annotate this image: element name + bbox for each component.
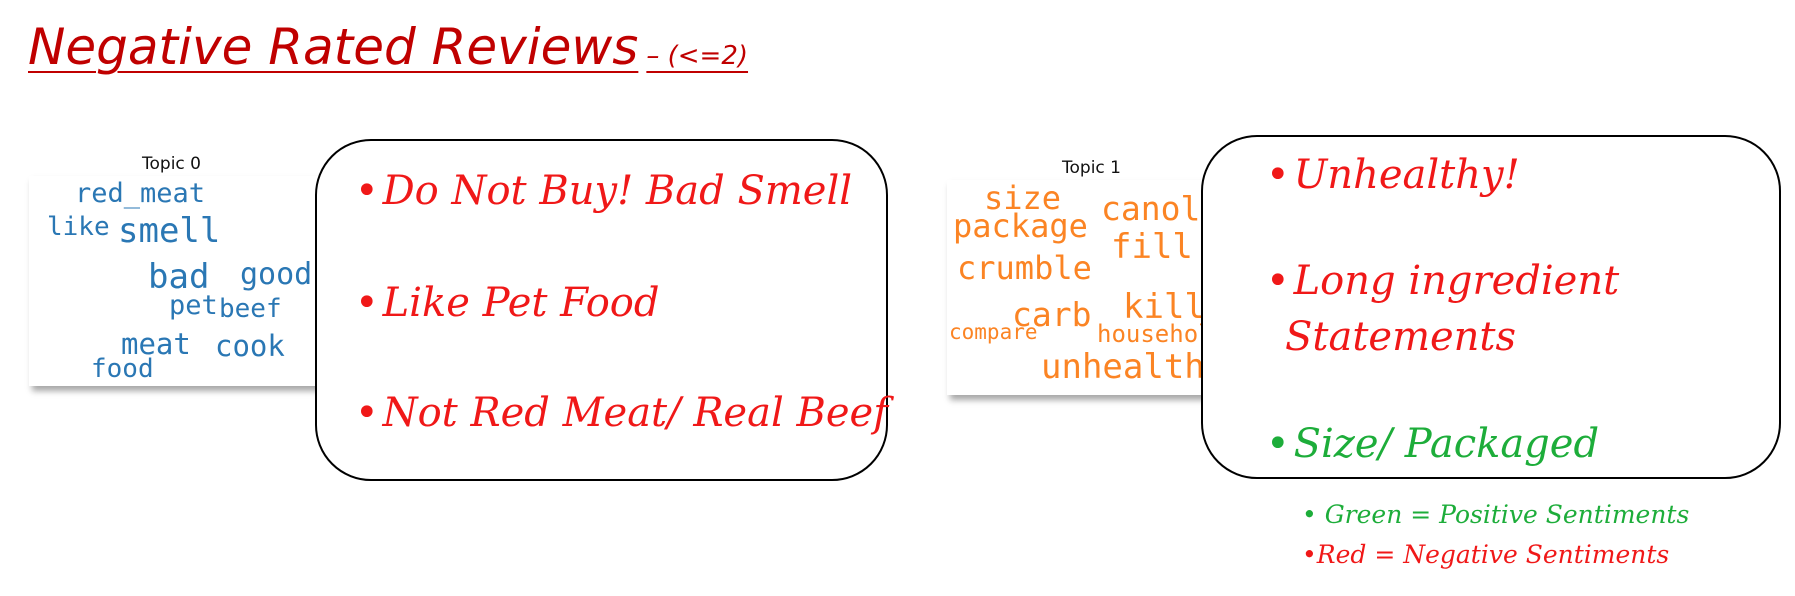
bullet-dot: •	[1302, 500, 1317, 529]
topic-0-word-cloud: red_meat like smell bad good pet beef me…	[29, 176, 321, 386]
bullet-long-ingredient: •Long ingredient	[1266, 258, 1619, 304]
cloud-word: good	[240, 257, 313, 292]
bullet-dot: •	[1266, 152, 1290, 198]
bullet-unhealthy: •Unhealthy!	[1266, 152, 1520, 198]
bullet-text: Like Pet Food	[382, 280, 660, 326]
bullet-text: Unhealthy!	[1293, 152, 1520, 198]
cloud-word: red_meat	[75, 178, 206, 209]
bullet-text: Not Red Meat/ Real Beef	[382, 390, 889, 436]
cloud-word: meat	[121, 327, 191, 361]
bullet-dot: •	[1302, 540, 1317, 569]
cloud-word: compare	[949, 320, 1038, 344]
slide-title-main: Negative Rated Reviews	[28, 18, 639, 76]
topic-1-label: Topic 1	[1062, 158, 1121, 178]
cloud-word: bad	[148, 257, 210, 297]
bullet-dot: •	[1266, 421, 1290, 467]
topic-1-word-cloud: size package canola fill crumble carb ki…	[947, 180, 1245, 395]
bullet-text: Do Not Buy! Bad Smell	[382, 168, 853, 214]
bullet-like-pet-food: •Like Pet Food	[355, 280, 660, 326]
bullet-do-not-buy: •Do Not Buy! Bad Smell	[355, 168, 852, 214]
topic-1-summary-bubble	[1201, 135, 1781, 479]
cloud-word: crumble	[957, 249, 1092, 287]
cloud-word: like	[47, 212, 110, 242]
cloud-word: unhealth	[1041, 347, 1205, 387]
cloud-word: beef	[219, 294, 282, 324]
cloud-word: food	[91, 354, 154, 384]
bullet-statements: Statements	[1285, 314, 1516, 360]
topic-0-label: Topic 0	[142, 154, 201, 174]
bullet-dot: •	[355, 280, 379, 326]
cloud-word: cook	[215, 329, 285, 363]
topic-0-summary-bubble	[315, 139, 888, 481]
legend-text: Red = Negative Sentiments	[1316, 540, 1670, 569]
bullet-not-red-meat: •Not Red Meat/ Real Beef	[355, 390, 888, 436]
cloud-word: carb	[1012, 295, 1092, 334]
bullet-dot: •	[355, 390, 379, 436]
bullet-text: Long ingredient	[1293, 258, 1620, 304]
cloud-word: canola	[1101, 189, 1221, 228]
slide-title: Negative Rated Reviews– (<=2)	[28, 18, 748, 76]
bullet-size-packaged: •Size/ Packaged	[1266, 421, 1599, 467]
bullet-text: Statements	[1285, 314, 1517, 360]
legend-negative: •Red = Negative Sentiments	[1302, 540, 1669, 569]
cloud-word: package	[953, 207, 1088, 245]
cloud-word: size	[984, 180, 1062, 217]
slide-title-sub: – (<=2)	[646, 41, 749, 71]
cloud-word: fill	[1111, 227, 1193, 267]
bullet-text: Size/ Packaged	[1293, 421, 1600, 467]
cloud-word: kill	[1123, 287, 1205, 327]
bullet-dot: •	[1266, 258, 1290, 304]
bullet-dot: •	[355, 168, 379, 214]
legend-positive: • Green = Positive Sentiments	[1302, 500, 1689, 529]
cloud-word: pet	[169, 290, 218, 321]
cloud-word: smell	[118, 211, 221, 251]
legend-text: Green = Positive Sentiments	[1324, 500, 1690, 529]
